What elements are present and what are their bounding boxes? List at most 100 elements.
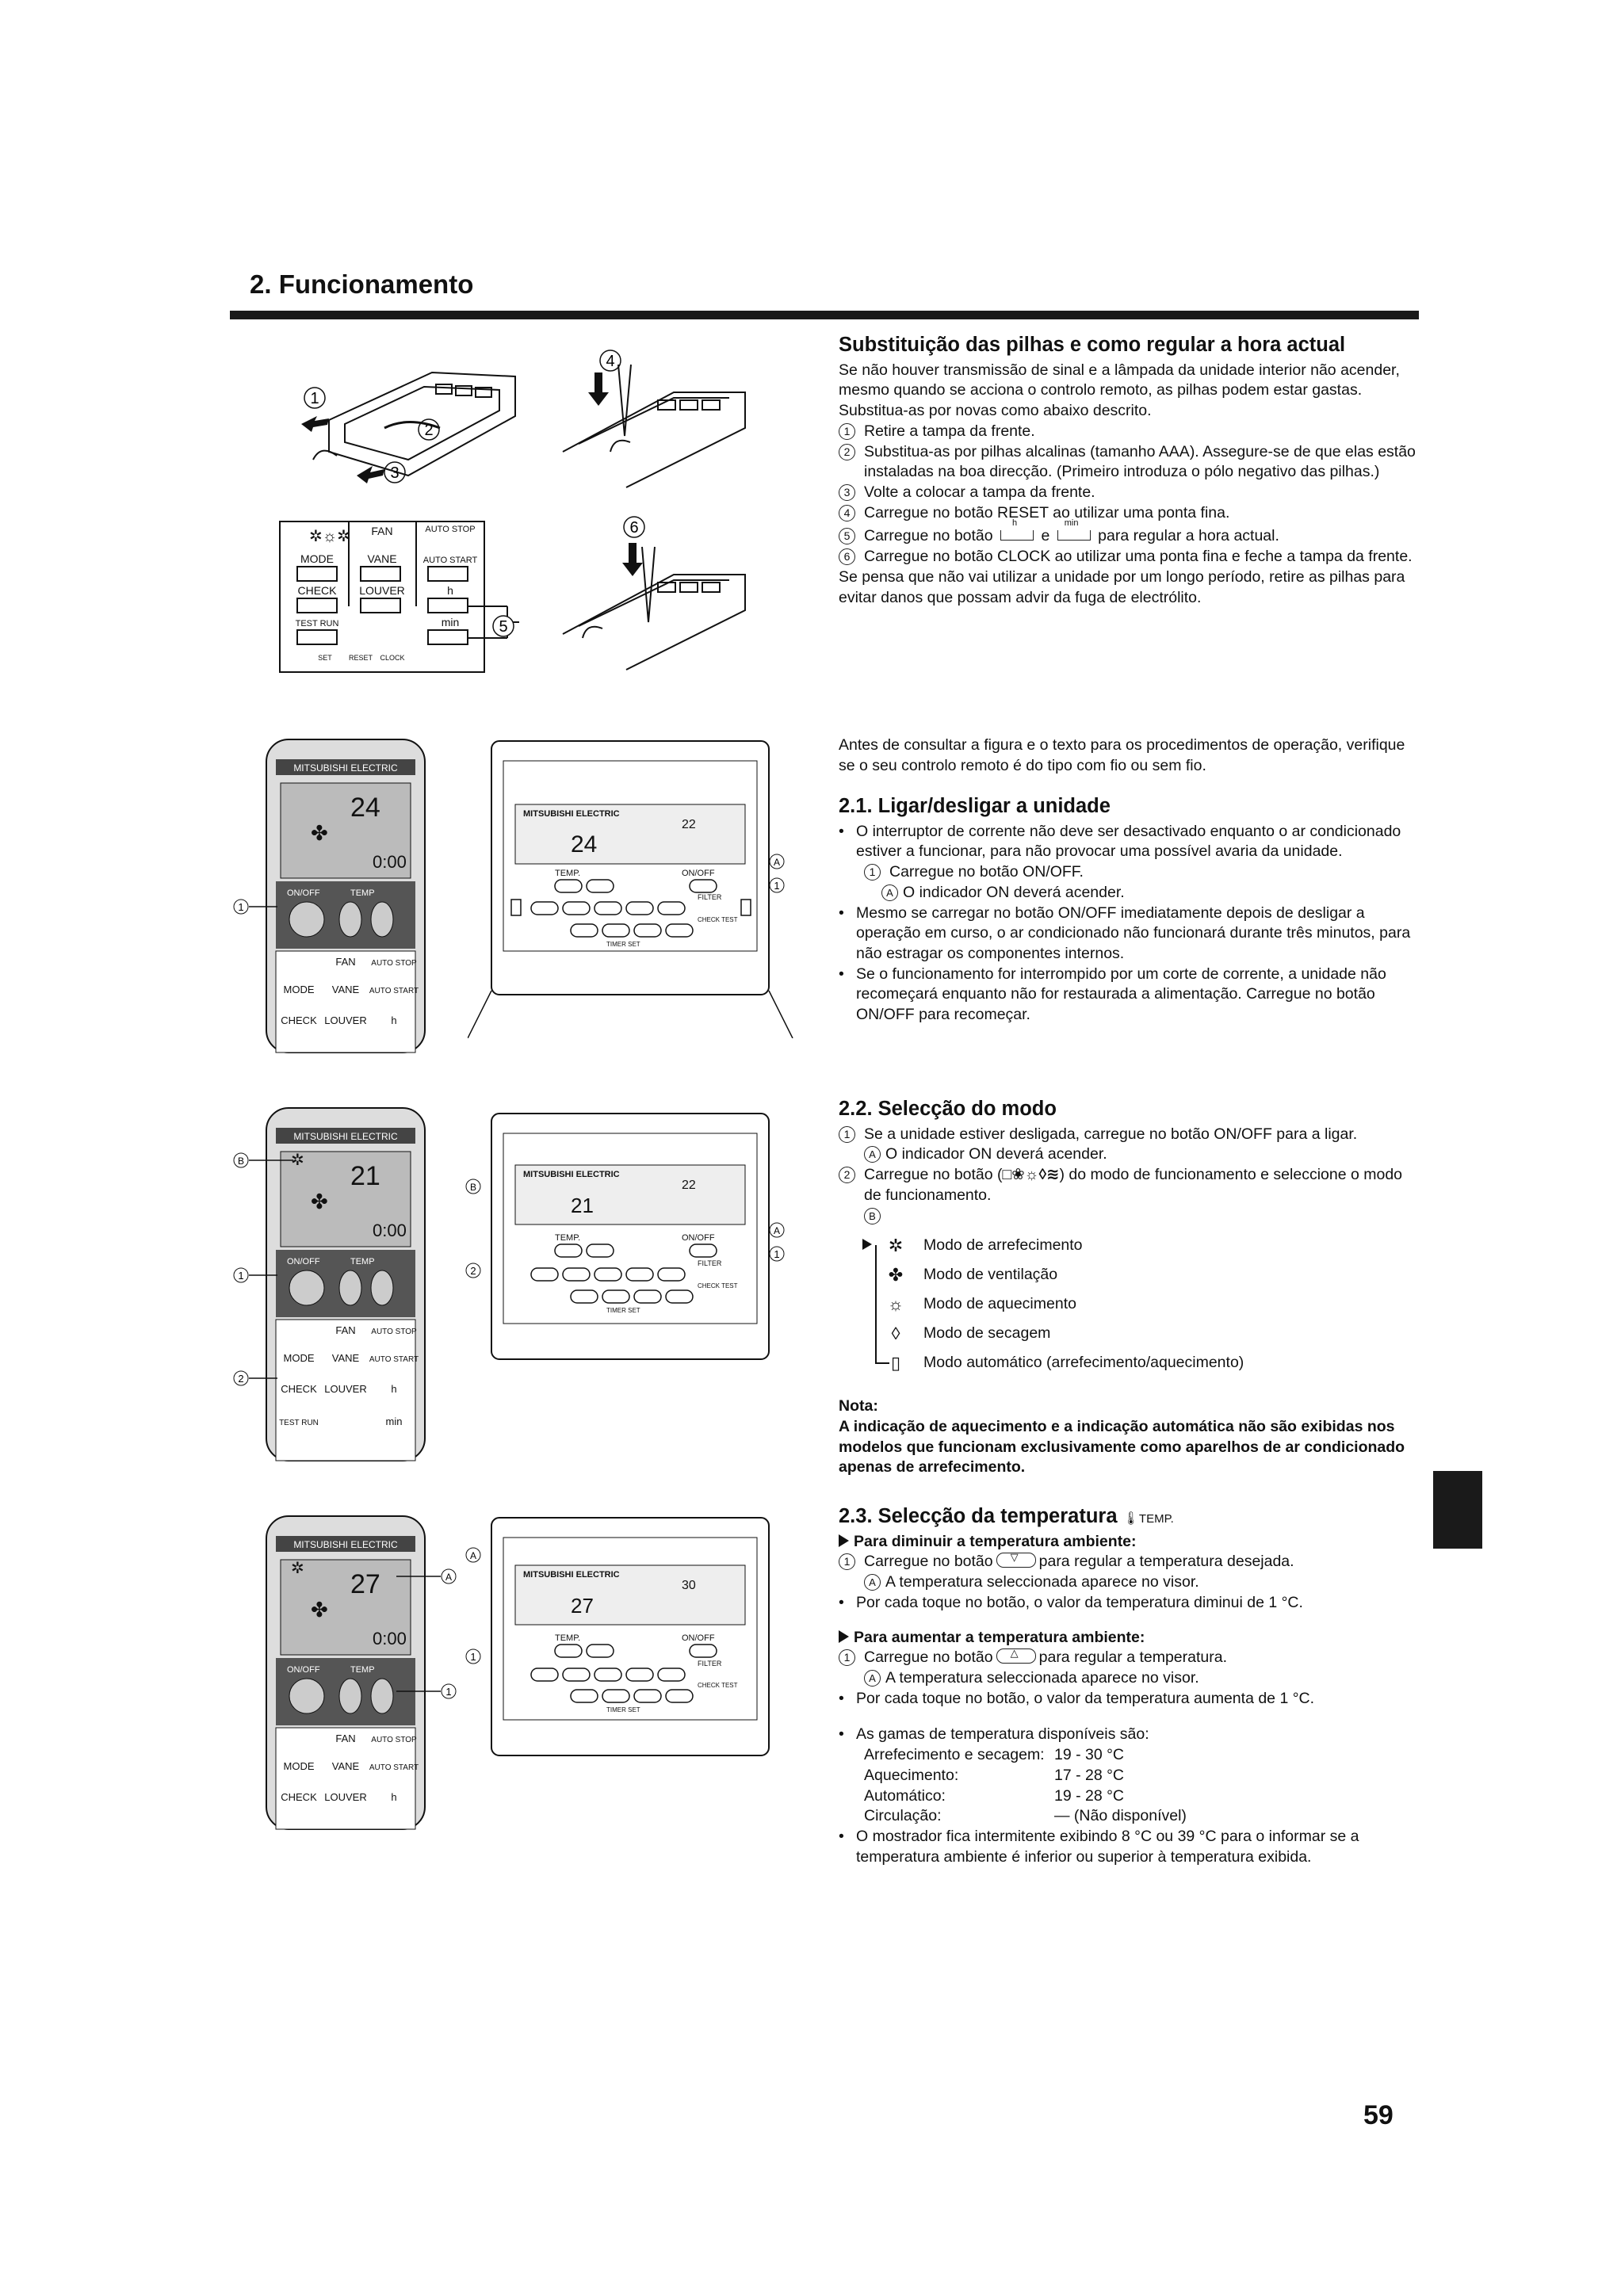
- svg-text:TEMP.: TEMP.: [555, 1633, 580, 1643]
- battery-step: 4 Carregue no botão RESET ao utilizar um…: [839, 503, 1423, 524]
- svg-text:B: B: [238, 1156, 244, 1167]
- temp-up-button-icon: △: [996, 1647, 1036, 1664]
- remote-2-callout-1: 1: [233, 1267, 277, 1283]
- svg-text:ON/OFF: ON/OFF: [682, 1233, 715, 1243]
- svg-text:CHECK TEST: CHECK TEST: [698, 1282, 738, 1289]
- wired-3-left-callouts: A 1: [465, 1547, 481, 1664]
- svg-text:MITSUBISHI ELECTRIC: MITSUBISHI ELECTRIC: [293, 1539, 398, 1550]
- remote-button-panel-figure: FAN AUTO STOP MODE VANE AUTO START CHECK…: [279, 521, 519, 673]
- svg-text:1: 1: [238, 1270, 243, 1282]
- remote-2-callout-b: B: [233, 1152, 293, 1168]
- battery-cover-figure: 1 2 3: [301, 371, 516, 483]
- svg-text:TIMER SET: TIMER SET: [606, 1706, 640, 1713]
- mode-item: ▯Modo automático (arrefecimento/aquecime…: [839, 1348, 1423, 1377]
- svg-text:1: 1: [470, 1651, 476, 1663]
- range-row: Aquecimento:17 - 28 °C: [864, 1766, 1125, 1784]
- svg-text:ON/OFF: ON/OFF: [287, 888, 320, 898]
- wired-2-left-callouts: B 2: [465, 1179, 481, 1278]
- auto-icon: ▯: [890, 1353, 901, 1373]
- svg-text:AUTO STOP: AUTO STOP: [371, 1736, 417, 1744]
- svg-text:MITSUBISHI ELECTRIC: MITSUBISHI ELECTRIC: [293, 762, 398, 774]
- svg-text:AUTO STOP: AUTO STOP: [371, 959, 417, 968]
- svg-text:TEMP.: TEMP.: [555, 1233, 580, 1243]
- svg-text:h: h: [391, 1791, 396, 1803]
- mode-item: ✤Modo de ventilação: [839, 1260, 1423, 1289]
- svg-text:1: 1: [445, 1686, 451, 1698]
- battery-step: 1 Retire a tampa da frente.: [839, 422, 1423, 442]
- svg-text:✲: ✲: [291, 1152, 304, 1169]
- heat-icon: ☼: [887, 1294, 904, 1315]
- mode-icons-inline: □❀☼◊≋: [1002, 1166, 1060, 1184]
- svg-text:0:00: 0:00: [373, 1221, 407, 1240]
- callout-2: 2: [424, 422, 433, 439]
- triangle-icon: [839, 1629, 849, 1643]
- svg-text:MITSUBISHI ELECTRIC: MITSUBISHI ELECTRIC: [293, 1131, 398, 1142]
- svg-text:2: 2: [238, 1373, 243, 1385]
- svg-text:TEMP: TEMP: [350, 1257, 375, 1266]
- svg-text:FILTER: FILTER: [698, 1660, 722, 1668]
- svg-text:21: 21: [571, 1194, 594, 1217]
- svg-text:ON/OFF: ON/OFF: [287, 1665, 320, 1675]
- reset-pin-figure: 4: [562, 350, 746, 488]
- svg-text:MITSUBISHI ELECTRIC: MITSUBISHI ELECTRIC: [523, 809, 620, 819]
- wired-controller-3: MITSUBISHI ELECTRIC 27 30 TEMP. ON/OFF F…: [491, 1517, 770, 1756]
- battery-step: 2 Substitua-as por pilhas alcalinas (tam…: [839, 442, 1423, 483]
- svg-text:2: 2: [470, 1265, 476, 1277]
- svg-text:21: 21: [350, 1161, 380, 1191]
- svg-text:min: min: [386, 1415, 403, 1427]
- svg-text:MODE: MODE: [284, 984, 315, 995]
- callout-5-badge: 5: [492, 615, 514, 637]
- test-run-label: TEST RUN: [296, 619, 339, 628]
- svg-text:CHECK: CHECK: [281, 1383, 317, 1395]
- svg-text:ON/OFF: ON/OFF: [682, 869, 715, 878]
- svg-text:TEMP.: TEMP.: [555, 869, 580, 878]
- note-text: A indicação de aquecimento e a indicação…: [839, 1418, 1405, 1477]
- remote-type-note: Antes de consultar a figura e o texto pa…: [839, 736, 1405, 774]
- svg-text:LOUVER: LOUVER: [324, 1014, 366, 1026]
- svg-text:CHECK: CHECK: [281, 1791, 317, 1803]
- page-title: 2. Funcionamento: [250, 269, 474, 299]
- svg-text:ON/OFF: ON/OFF: [682, 1633, 715, 1643]
- svg-text:AUTO STOP: AUTO STOP: [371, 1328, 417, 1336]
- range-row: Automático:19 - 28 °C: [864, 1786, 1125, 1805]
- svg-text:24: 24: [350, 793, 380, 823]
- svg-text:A: A: [774, 1225, 780, 1236]
- onoff-heading: 2.1. Ligar/desligar a unidade: [839, 795, 1111, 817]
- svg-text:MITSUBISHI ELECTRIC: MITSUBISHI ELECTRIC: [523, 1570, 620, 1580]
- remote-3-callout-a: A: [396, 1568, 457, 1584]
- svg-text:CHECK TEST: CHECK TEST: [698, 916, 738, 923]
- svg-text:A: A: [445, 1572, 452, 1583]
- svg-text:TEMP: TEMP: [350, 888, 375, 898]
- svg-text:CHECK TEST: CHECK TEST: [698, 1682, 738, 1689]
- mode-label: MODE: [300, 552, 334, 565]
- onoff-section: 2.1. Ligar/desligar a unidade •O interru…: [839, 794, 1423, 1026]
- svg-text:TIMER SET: TIMER SET: [606, 1307, 640, 1314]
- svg-text:FAN: FAN: [335, 1733, 355, 1744]
- wireless-remote-2: MITSUBISHI ELECTRIC 21 ✲ ✤ 0:00 ON/OFF T…: [266, 1107, 426, 1461]
- section-tab: [1433, 1471, 1482, 1549]
- svg-text:✤: ✤: [311, 1598, 328, 1622]
- svg-text:✤: ✤: [311, 821, 328, 845]
- wireless-remote-1: MITSUBISHI ELECTRIC 24 ✤ 0:00 ON/OFF TEM…: [266, 739, 426, 1053]
- svg-text:0:00: 0:00: [373, 1629, 407, 1648]
- svg-text:22: 22: [682, 1179, 696, 1192]
- check-label: CHECK: [297, 584, 337, 597]
- svg-text:1: 1: [774, 1248, 779, 1260]
- mode-item: ☼Modo de aquecimento: [839, 1289, 1423, 1319]
- svg-text:A: A: [774, 857, 780, 868]
- battery-section: Substituição das pilhas e como regular a…: [839, 333, 1423, 608]
- mode-list: ✲Modo de arrefecimento ✤Modo de ventilaç…: [839, 1231, 1423, 1377]
- clock-label: CLOCK: [380, 654, 404, 662]
- remote-1-callout: 1: [233, 899, 277, 915]
- triangle-icon: [839, 1534, 849, 1547]
- svg-text:0:00: 0:00: [373, 852, 407, 872]
- callout-4: 4: [606, 353, 614, 370]
- svg-text:VANE: VANE: [332, 1760, 360, 1772]
- mode-item: ◊Modo de secagem: [839, 1319, 1423, 1348]
- svg-text:h: h: [391, 1383, 396, 1395]
- auto-stop-label: AUTO STOP: [425, 525, 475, 534]
- note-label: Nota:: [839, 1397, 878, 1415]
- svg-text:✤: ✤: [311, 1190, 328, 1213]
- svg-text:AUTO START: AUTO START: [369, 987, 419, 995]
- clock-pin-figure: 6: [562, 516, 746, 670]
